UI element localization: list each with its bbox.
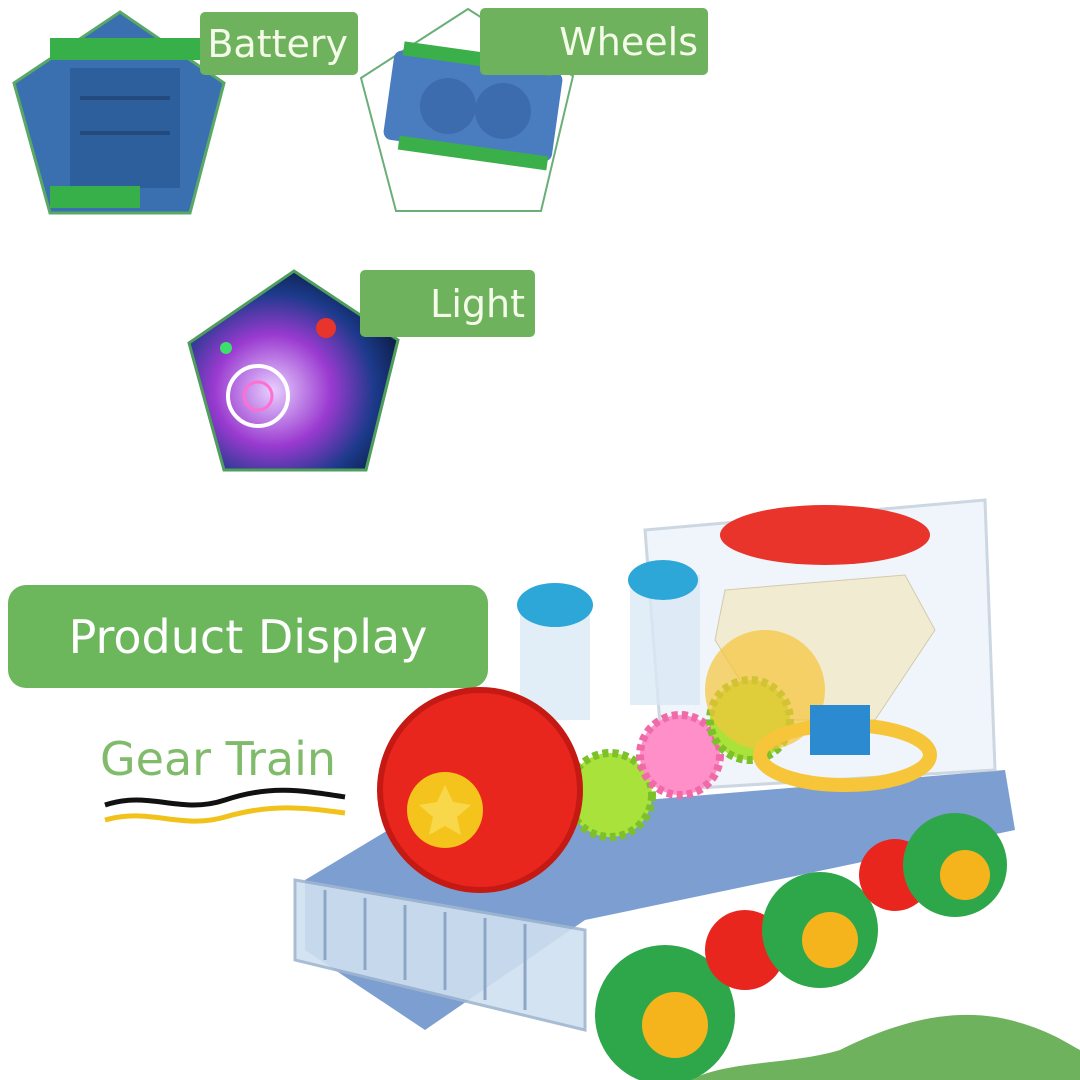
gear-train-toy-image [293, 498, 1015, 1080]
wheels-label: Wheels [480, 8, 708, 75]
light-label: Light [360, 270, 535, 337]
wheels-label-text: Wheels [559, 19, 698, 64]
gear-train-title: Gear Train [100, 732, 337, 786]
light-label-text: Light [430, 281, 525, 326]
product-display-banner: Product Display [8, 585, 488, 688]
battery-label-text: Battery [207, 21, 348, 66]
wavy-underline [104, 787, 346, 824]
battery-image [12, 10, 226, 215]
green-hill-decoration [690, 1014, 1080, 1080]
battery-label: Battery [200, 12, 358, 75]
product-display-title: Product Display [68, 609, 428, 664]
